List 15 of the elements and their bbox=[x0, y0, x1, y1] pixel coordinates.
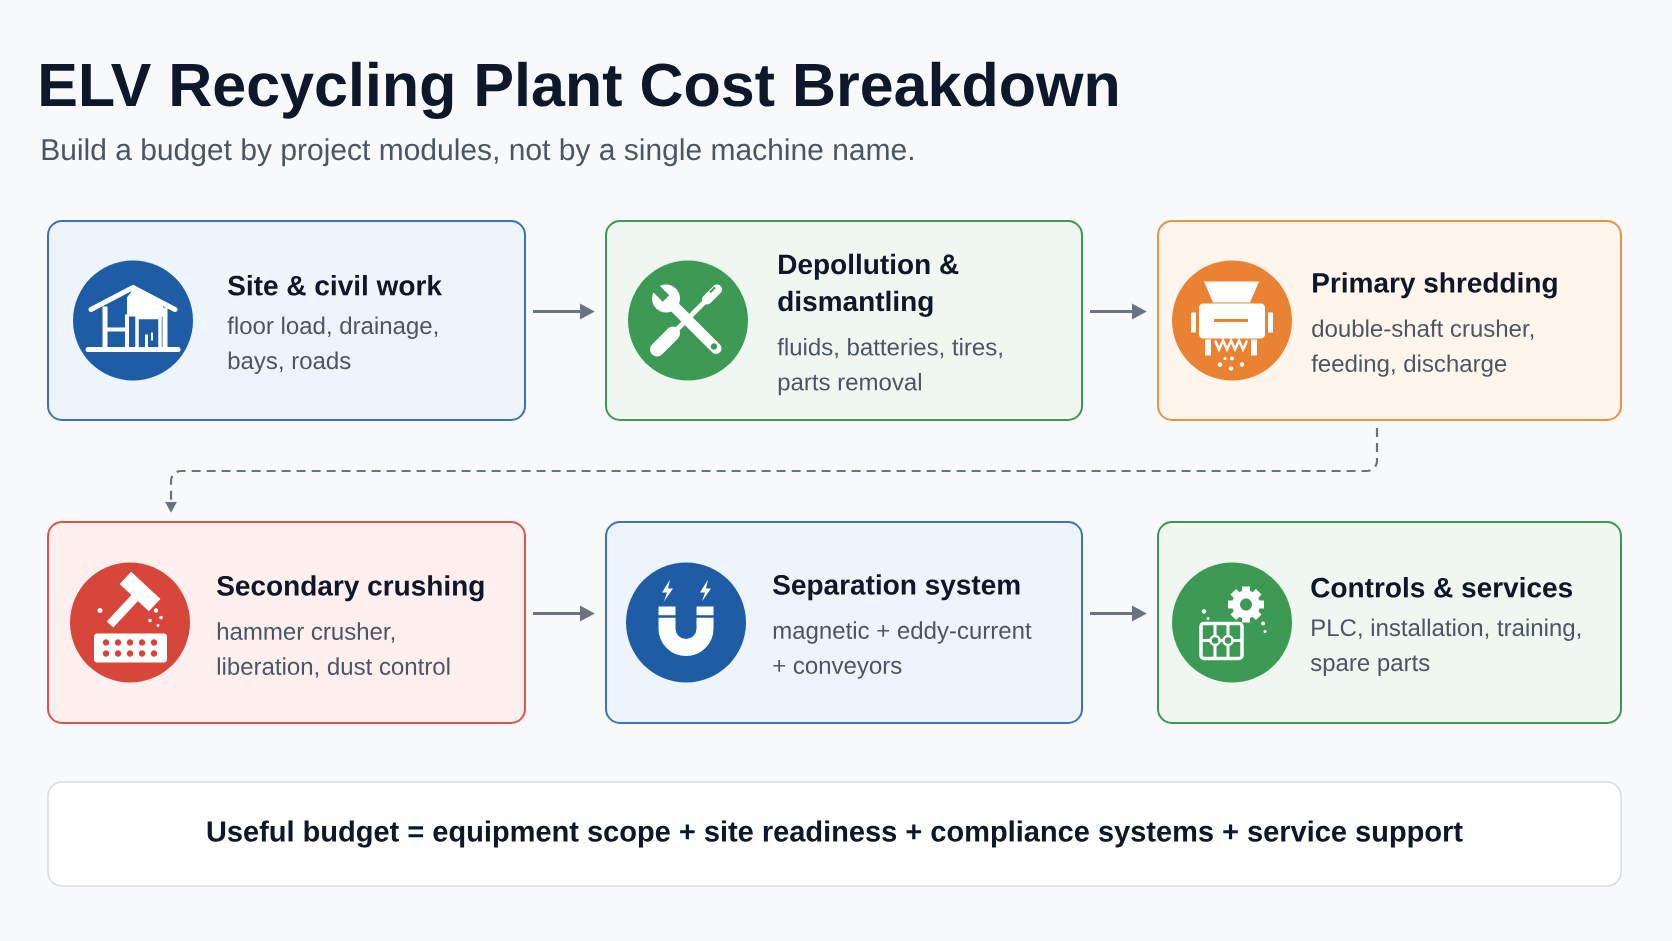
card-text: PLC, installation, training, spare parts bbox=[1310, 618, 1581, 676]
card-heading: Primary shredding bbox=[1313, 272, 1557, 299]
formula-box: Useful budget = equipment scope + site readiness + compliance systems + service support bbox=[47, 781, 1622, 887]
card-text: magnetic + eddy-current + conveyors bbox=[773, 621, 1032, 679]
subtitle: Build a budget by project modules, not by a single machine name. bbox=[42, 138, 913, 167]
card-text: hammer crusher, liberation, dust control bbox=[217, 622, 450, 678]
title: ELV Recycling Plant Cost Breakdown bbox=[41, 61, 1117, 119]
card-heading: Depollution & dismantling bbox=[778, 253, 959, 317]
card-heading: Separation system bbox=[773, 574, 1020, 601]
card-heading: Site & civil work bbox=[228, 275, 442, 296]
card-text: fluids, batteries, tires, parts removal bbox=[777, 337, 1002, 396]
card-text: double-shaft crusher, feeding, discharge bbox=[1311, 319, 1534, 377]
card-text: floor load, drainage, bays, roads bbox=[227, 316, 438, 374]
card-heading: Secondary crushing bbox=[217, 575, 484, 602]
card-heading: Controls & services bbox=[1311, 577, 1572, 598]
